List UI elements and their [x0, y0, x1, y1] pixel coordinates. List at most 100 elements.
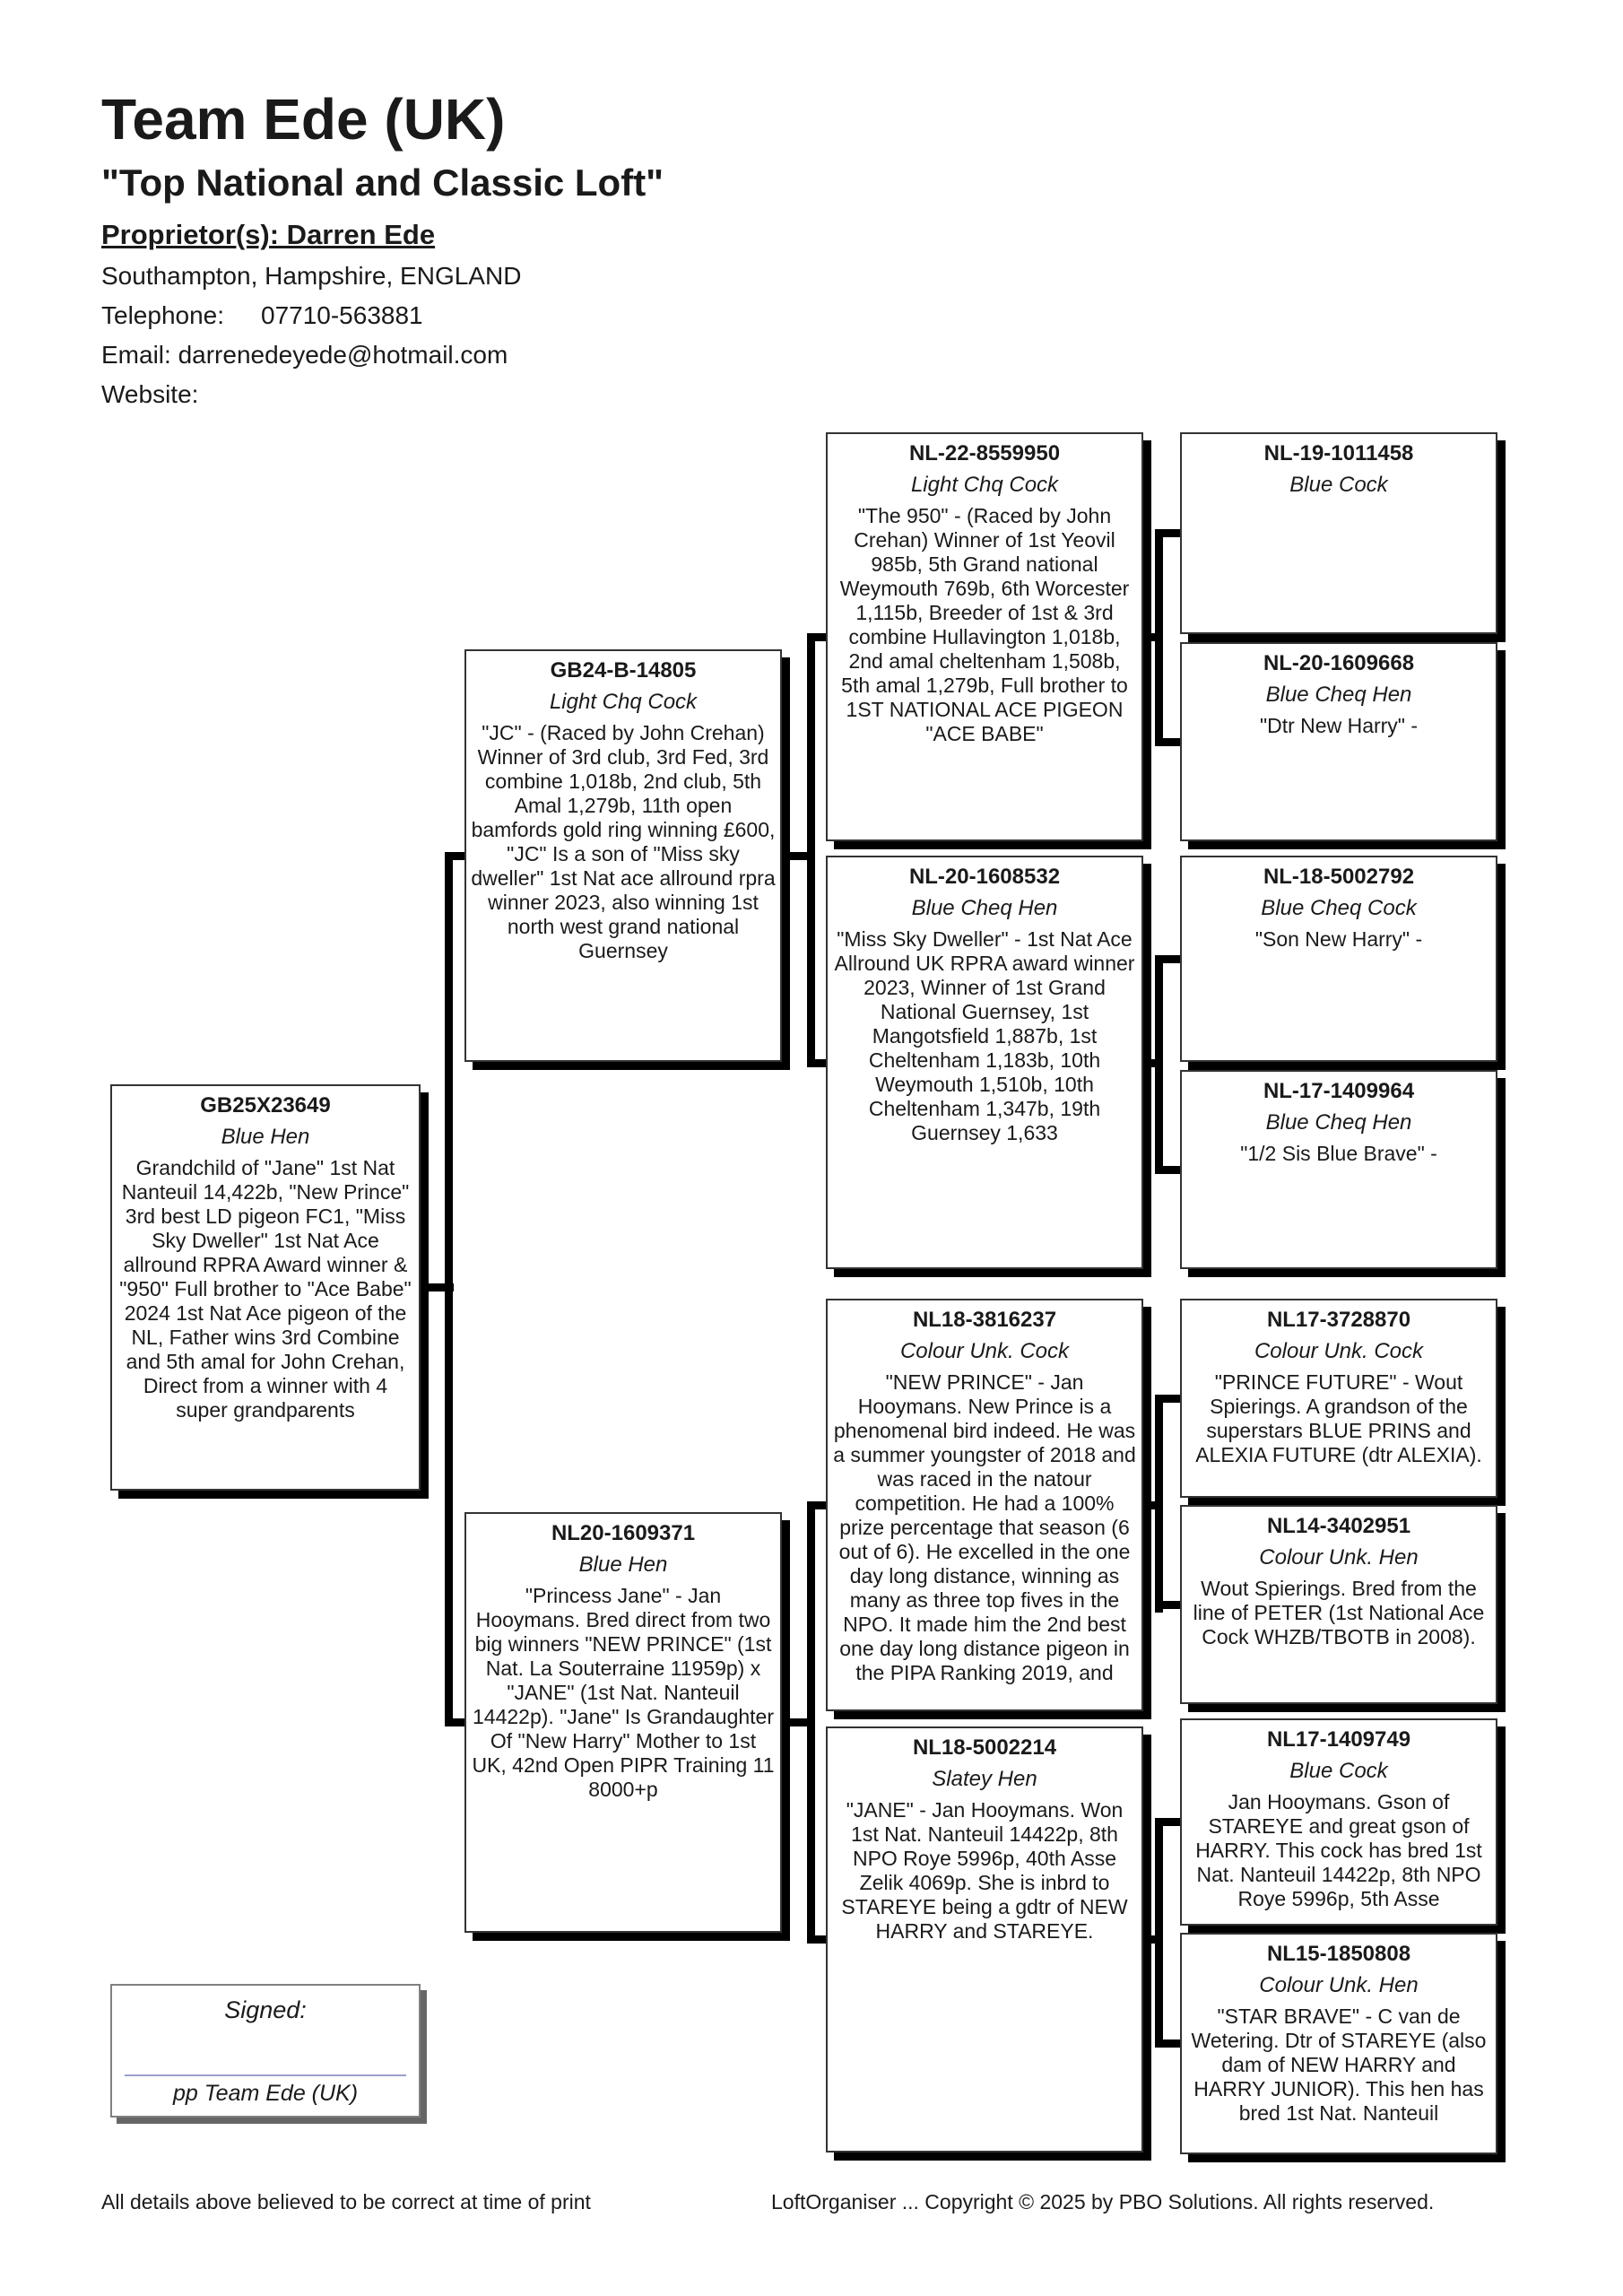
pedigree-box-dam: NL20-1609371 Blue Hen "Princess Jane" - …: [464, 1512, 782, 1933]
connector-line: [1155, 1166, 1184, 1174]
ring-number: NL-20-1609668: [1263, 651, 1415, 675]
colour-sex: Blue Cheq Hen: [1265, 683, 1412, 707]
colour-sex: Blue Cock: [1289, 473, 1388, 497]
ring-number: NL-22-8559950: [908, 441, 1061, 465]
bird-description: "Son New Harry" -: [1254, 927, 1423, 951]
connector-line: [1155, 955, 1163, 1174]
colour-sex: Colour Unk. Hen: [1259, 1545, 1419, 1570]
connector-line: [807, 1059, 829, 1067]
ring-number: NL-17-1409964: [1263, 1079, 1415, 1103]
connector-line: [807, 1501, 815, 1944]
ring-number: GB24-B-14805: [550, 658, 697, 683]
connector-line: [1155, 1818, 1163, 2048]
bird-description: "JANE" - Jan Hooymans. Won 1st Nat. Nant…: [841, 1798, 1128, 1943]
telephone-label: Telephone:: [101, 301, 225, 329]
bird-description: "1/2 Sis Blue Brave" -: [1240, 1142, 1437, 1165]
ring-number: NL18-3816237: [912, 1308, 1057, 1332]
ring-number: NL14-3402951: [1266, 1514, 1411, 1538]
connector-line: [445, 852, 468, 860]
telephone-value: 07710-563881: [261, 301, 423, 329]
colour-sex: Slatey Hen: [932, 1767, 1037, 1791]
pedigree-box-dams-dam: NL18-5002214 Slatey Hen "JANE" - Jan Hoo…: [826, 1726, 1143, 2152]
connector-line: [778, 852, 815, 860]
loft-title: Team Ede (UK): [101, 87, 506, 152]
pedigree-box-great-grandparent-3: NL-18-5002792 Blue Cheq Cock "Son New Ha…: [1180, 856, 1497, 1062]
connector-line: [1141, 1935, 1163, 1944]
bird-description: Wout Spierings. Bred from the line of PE…: [1193, 1577, 1485, 1648]
colour-sex: Light Chq Cock: [549, 690, 698, 714]
connector-line: [445, 1718, 468, 1726]
colour-sex: Blue Cheq Hen: [911, 896, 1058, 920]
connector-line: [1155, 1601, 1184, 1609]
bird-description: Jan Hooymans. Gson of STAREYE and great …: [1195, 1790, 1482, 1910]
bird-description: "PRINCE FUTURE" - Wout Spierings. A gran…: [1195, 1370, 1482, 1466]
ring-number: NL20-1609371: [551, 1521, 696, 1545]
connector-line: [1155, 2039, 1184, 2048]
pedigree-box-great-grandparent-1: NL-19-1011458 Blue Cock: [1180, 432, 1497, 634]
proprietor-line: Proprietor(s): Darren Ede: [101, 219, 436, 250]
document-header: Team Ede (UK) "Top National and Classic …: [101, 86, 1536, 409]
pedigree-box-great-grandparent-6: NL14-3402951 Colour Unk. Hen Wout Spieri…: [1180, 1505, 1497, 1704]
colour-sex: Light Chq Cock: [910, 473, 1059, 497]
pedigree-box-great-grandparent-7: NL17-1409749 Blue Cock Jan Hooymans. Gso…: [1180, 1718, 1497, 1926]
ring-number: NL-18-5002792: [1263, 865, 1415, 889]
colour-sex: Blue Cheq Hen: [1265, 1110, 1412, 1135]
website-line: Website:: [101, 380, 199, 408]
colour-sex: Blue Hen: [221, 1125, 310, 1149]
bird-description: "JC" - (Raced by John Crehan) Winner of …: [471, 721, 776, 962]
connector-line: [1155, 1395, 1184, 1403]
signature-text: pp Team Ede (UK): [172, 2081, 359, 2106]
colour-sex: Blue Hen: [578, 1552, 668, 1577]
connector-line: [1155, 529, 1184, 537]
ring-number: NL-19-1011458: [1263, 441, 1414, 465]
pedigree-box-sire: GB24-B-14805 Light Chq Cock "JC" - (Race…: [464, 649, 782, 1062]
pedigree-box-dams-sire: NL18-3816237 Colour Unk. Cock "NEW PRINC…: [826, 1299, 1143, 1711]
colour-sex: Colour Unk. Cock: [899, 1339, 1070, 1363]
ring-number: NL18-5002214: [912, 1735, 1057, 1760]
colour-sex: Colour Unk. Cock: [1254, 1339, 1424, 1363]
connector-line: [807, 633, 815, 1067]
colour-sex: Colour Unk. Hen: [1259, 1973, 1419, 1997]
connector-line: [807, 633, 829, 641]
connector-line: [1141, 1059, 1163, 1067]
pedigree-box-subject: GB25X23649 Blue Hen Grandchild of "Jane"…: [110, 1084, 421, 1491]
location-line: Southampton, Hampshire, ENGLAND: [101, 262, 522, 290]
pedigree-box-sires-sire: NL-22-8559950 Light Chq Cock "The 950" -…: [826, 432, 1143, 841]
bird-description: "Miss Sky Dweller" - 1st Nat Ace Allroun…: [834, 927, 1135, 1144]
connector-line: [1155, 529, 1163, 746]
ring-number: NL-20-1608532: [908, 865, 1061, 889]
bird-description: Grandchild of "Jane" 1st Nat Nanteuil 14…: [119, 1156, 412, 1422]
connector-line: [1155, 738, 1184, 746]
connector-line: [807, 1935, 829, 1944]
ring-number: NL17-1409749: [1266, 1727, 1411, 1752]
ring-number: GB25X23649: [200, 1093, 331, 1118]
loft-subtitle: "Top National and Classic Loft": [101, 161, 664, 204]
bird-description: "STAR BRAVE" - C van de Wetering. Dtr of…: [1191, 2005, 1487, 2125]
telephone-line: Telephone: 07710-563881: [101, 301, 1536, 330]
colour-sex: Blue Cheq Cock: [1261, 896, 1417, 920]
signature-box: Signed: pp Team Ede (UK): [110, 1984, 421, 2118]
ring-number: NL15-1850808: [1266, 1942, 1411, 1966]
connector-line: [1141, 1501, 1163, 1509]
connector-line: [1155, 1395, 1163, 1613]
pedigree-box-sires-dam: NL-20-1608532 Blue Cheq Hen "Miss Sky Dw…: [826, 856, 1143, 1269]
pedigree-box-great-grandparent-4: NL-17-1409964 Blue Cheq Hen "1/2 Sis Blu…: [1180, 1070, 1497, 1269]
bird-description: "The 950" - (Raced by John Crehan) Winne…: [839, 504, 1130, 745]
bird-description: "Princess Jane" - Jan Hooymans. Bred dir…: [472, 1584, 775, 1801]
footer-disclaimer: All details above believed to be correct…: [101, 2190, 591, 2213]
footer-copyright: LoftOrganiser ... Copyright © 2025 by PB…: [771, 2190, 1435, 2213]
connector-line: [1155, 1818, 1184, 1826]
pedigree-box-great-grandparent-5: NL17-3728870 Colour Unk. Cock "PRINCE FU…: [1180, 1299, 1497, 1498]
connector-line: [1141, 633, 1163, 641]
pedigree-box-great-grandparent-2: NL-20-1609668 Blue Cheq Hen "Dtr New Har…: [1180, 642, 1497, 841]
signed-label: Signed:: [224, 1996, 307, 2023]
connector-line: [1155, 955, 1184, 963]
connector-line: [778, 1718, 815, 1726]
pedigree-box-great-grandparent-8: NL15-1850808 Colour Unk. Hen "STAR BRAVE…: [1180, 1933, 1497, 2154]
colour-sex: Blue Cock: [1289, 1759, 1388, 1783]
email-line: Email: darrenedeyede@hotmail.com: [101, 341, 508, 369]
connector-line: [421, 1283, 454, 1292]
ring-number: NL17-3728870: [1266, 1308, 1411, 1332]
connector-line: [807, 1501, 829, 1509]
